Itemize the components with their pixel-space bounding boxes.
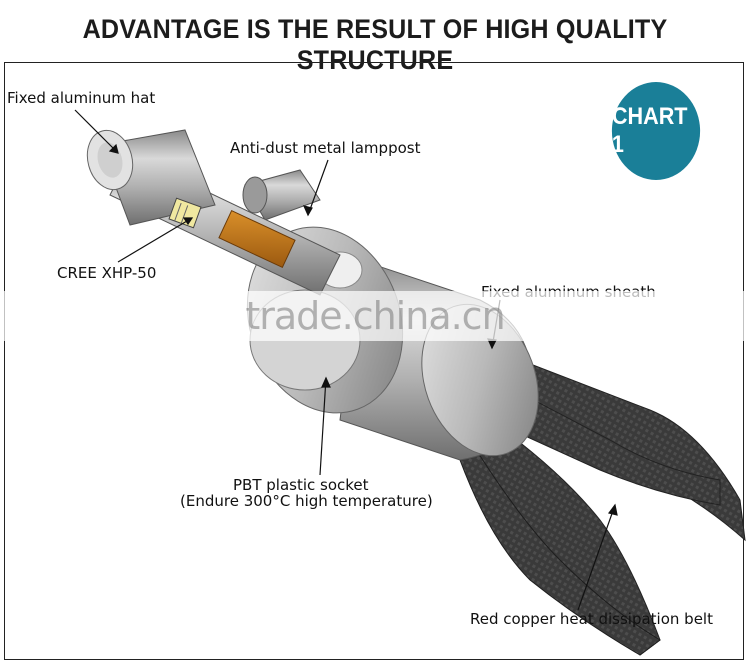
watermark-band [0, 291, 750, 341]
leader-belt [577, 504, 616, 611]
arrowhead-hat [108, 143, 119, 154]
callout-lamppost: Anti-dust metal lamppost [230, 139, 421, 157]
callout-socket-line1: PBT plastic socket [233, 476, 369, 494]
leader-led [117, 217, 193, 263]
callout-cree-led: CREE XHP-50 [57, 264, 157, 282]
cree-led-chip [168, 197, 202, 229]
anti-dust-lamppost [242, 169, 321, 221]
diagram-frame [4, 62, 744, 660]
leader-socket [319, 377, 327, 476]
arrowhead-socket [321, 376, 331, 388]
callout-socket-line2: (Endure 300°C high temperature) [180, 492, 433, 510]
heat-dissipation-belt [459, 359, 746, 656]
arrowhead-belt [607, 503, 618, 516]
watermark-text: trade.china.cn [245, 294, 505, 338]
callout-aluminum-hat: Fixed aluminum hat [7, 89, 156, 107]
chart-badge: CHART 1 [611, 82, 701, 180]
copper-pcb [218, 209, 296, 269]
callout-heat-belt: Red copper heat dissipation belt [470, 610, 713, 628]
leader-lamppost [307, 159, 329, 216]
arrowhead-led [182, 217, 194, 226]
arrowhead-lamppost [302, 205, 313, 217]
leader-hat [74, 109, 119, 154]
page-title: ADVANTAGE IS THE RESULT OF HIGH QUALITY … [82, 14, 668, 75]
